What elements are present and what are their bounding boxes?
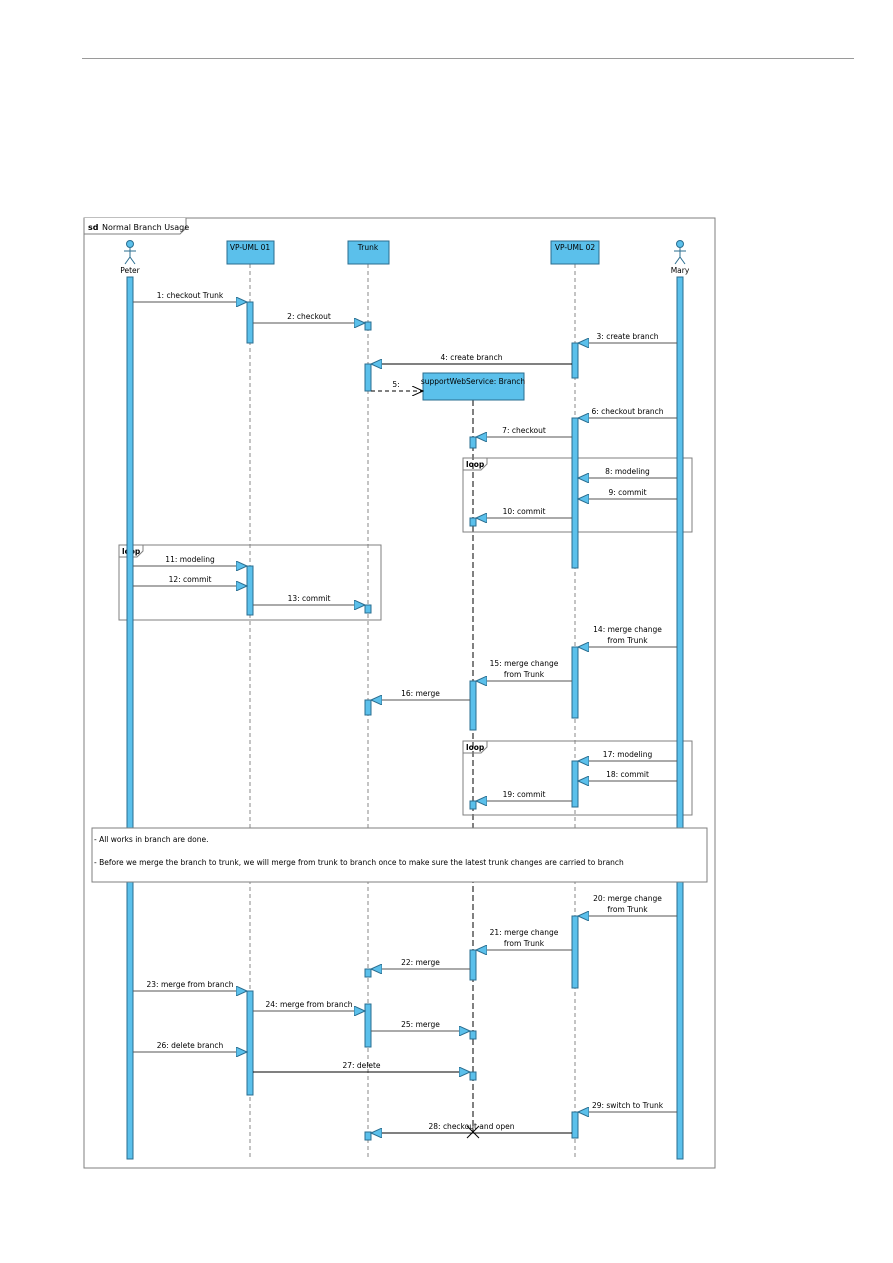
interaction-frame	[83, 217, 716, 1169]
message-label-4: 4: create branch	[441, 353, 503, 362]
note-box	[91, 827, 708, 883]
trunk-head	[347, 240, 390, 265]
vp2-name: VP-UML 02	[555, 243, 595, 252]
message-label-21-line-1: 21: merge change	[490, 928, 559, 937]
mary-name: Mary	[671, 266, 690, 275]
message-label-11: 11: modeling	[165, 555, 215, 564]
vp1-head	[226, 240, 275, 265]
branch-activation-5	[469, 949, 477, 981]
message-label-19: 19: commit	[503, 790, 546, 799]
peter-actor-icon	[124, 240, 136, 265]
note-line-2: - Before we merge the branch to trunk, w…	[94, 858, 624, 867]
vp2-activation-4	[571, 760, 579, 808]
vp2-activation-3	[571, 646, 579, 719]
mary-actor-icon	[674, 240, 686, 265]
loop-1-label: loop	[466, 460, 485, 469]
message-label-15-line-1: 15: merge change	[490, 659, 559, 668]
vp2-activation-2	[571, 417, 579, 569]
frame-keyword: sd	[88, 223, 99, 232]
vp2-activation-6	[571, 1111, 579, 1139]
message-label-24: 24: merge from branch	[266, 1000, 353, 1009]
message-label-3: 3: create branch	[597, 332, 659, 341]
vp2-activation-5	[571, 915, 579, 989]
loop-3-label: loop	[466, 743, 485, 752]
trunk-activation-1	[364, 321, 372, 331]
messages-layer: 1: checkout Trunk 2: checkout 3: create br…	[133, 291, 677, 1133]
loop-fragment-3	[462, 740, 693, 816]
trunk-activation-7	[364, 1131, 372, 1141]
branch-object-name: supportWebService: Branch	[421, 377, 525, 386]
vp1-activation-2	[246, 565, 254, 616]
message-label-14-line-1: 14: merge change	[593, 625, 662, 634]
vp2-head	[550, 240, 600, 265]
trunk-activation-3	[364, 604, 372, 614]
message-label-13: 13: commit	[288, 594, 331, 603]
message-label-26: 26: delete branch	[157, 1041, 224, 1050]
message-label-10: 10: commit	[503, 507, 546, 516]
frame-tab	[83, 218, 187, 235]
message-label-25: 25: merge	[401, 1020, 440, 1029]
message-label-8: 8: modeling	[605, 467, 650, 476]
vp1-activation-3	[246, 990, 254, 1096]
message-label-14-line-2: from Trunk	[607, 636, 648, 645]
branch-activation-4	[469, 800, 477, 810]
frame-title: Normal Branch Usage	[102, 223, 189, 232]
message-label-28: 28: checkout and open	[428, 1122, 514, 1131]
message-label-9: 9: commit	[608, 488, 646, 497]
note-line-1: - All works in branch are done.	[94, 835, 209, 844]
branch-object-head	[422, 372, 525, 401]
vp1-name: VP-UML 01	[230, 243, 270, 252]
trunk-activation-5	[364, 968, 372, 978]
message-label-21-line-2: from Trunk	[504, 939, 545, 948]
page-header-rule	[82, 58, 854, 59]
message-label-12: 12: commit	[169, 575, 212, 584]
trunk-activation-4	[364, 699, 372, 716]
branch-activation-1	[469, 436, 477, 449]
message-label-29: 29: switch to Trunk	[592, 1101, 664, 1110]
trunk-name: Trunk	[357, 243, 379, 252]
vp1-activation-1	[246, 301, 254, 344]
vp2-activation-1	[571, 342, 579, 379]
branch-activation-7	[469, 1071, 477, 1081]
message-label-7: 7: checkout	[502, 426, 546, 435]
message-label-20-line-1: 20: merge change	[593, 894, 662, 903]
message-label-22: 22: merge	[401, 958, 440, 967]
message-label-16: 16: merge	[401, 689, 440, 698]
message-label-27: 27: delete	[342, 1061, 380, 1070]
message-label-20-line-2: from Trunk	[607, 905, 648, 914]
message-label-18: 18: commit	[606, 770, 649, 779]
branch-activation-6	[469, 1030, 477, 1040]
mary-activation	[676, 276, 684, 1160]
trunk-activation-6	[364, 1003, 372, 1048]
message-label-1: 1: checkout Trunk	[157, 291, 224, 300]
branch-activation-2	[469, 517, 477, 527]
message-label-5: 5:	[392, 380, 399, 389]
message-label-15-line-2: from Trunk	[504, 670, 545, 679]
loop-fragment-2	[118, 544, 382, 621]
message-label-6: 6: checkout branch	[591, 407, 663, 416]
trunk-activation-2	[364, 363, 372, 392]
peter-activation	[126, 276, 134, 1160]
destroy-x-icon	[466, 1125, 480, 1139]
branch-activation-3	[469, 680, 477, 731]
message-label-17: 17: modeling	[603, 750, 653, 759]
peter-name: Peter	[120, 266, 140, 275]
message-label-2: 2: checkout	[287, 312, 331, 321]
message-label-23: 23: merge from branch	[147, 980, 234, 989]
